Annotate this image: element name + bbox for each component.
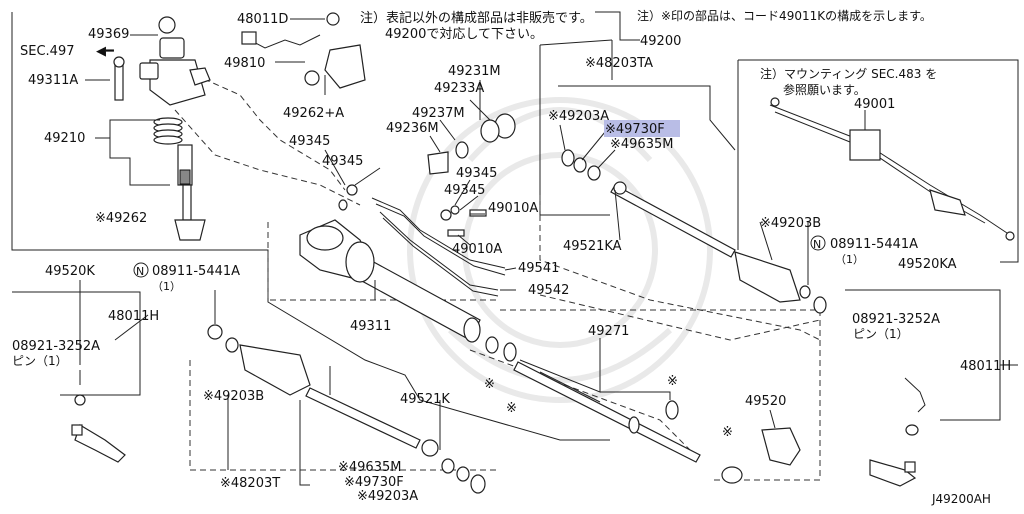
label-08911-right: 08911-5441A [830,237,918,252]
label-49203B-b: ※49203B [203,389,264,404]
rack-housing-part [299,219,517,362]
pinion-housing-part [113,16,211,106]
label-49010A-b: 49010A [452,242,502,257]
label-49001: 49001 [854,97,895,112]
label-49521KA: 49521KA [563,239,622,254]
note-top-right: 注）※印の部品は、コード49011Kの構成を示します。 [637,8,932,23]
label-08911-left: 08911-5441A [152,264,240,279]
label-49345-c: 49345 [456,166,497,181]
note-mounting-line1: 注）マウンティング SEC.483 を [760,66,937,81]
part-labels: 注）表記以外の構成部品は非販売です。 49200で対応して下さい。 注）※印の部… [12,8,1011,506]
figure-id: J49200AH [931,492,991,506]
label-49520: 49520 [745,394,786,409]
boot-right-part [734,251,827,314]
circle-n-right [810,235,826,251]
label-49345-a: 49345 [289,134,330,149]
label-49311A: 49311A [28,73,78,88]
label-08921-right: 08921-3252A [852,312,940,327]
label-49236M: 49236M [386,121,439,136]
sensor-part [241,12,366,89]
arrow-sec497: ◀━ [96,44,114,59]
label-49010A-a: 49010A [488,201,538,216]
label-49730F-a: ※49730F [605,122,665,137]
tie-rod-end-right-part [869,377,926,487]
boot-left-part [207,324,486,494]
label-sec497: SEC.497 [20,44,75,59]
label-49203B-a: ※49203B [760,216,821,231]
label-49542: 49542 [528,283,569,298]
label-49345-b: 49345 [322,154,363,169]
label-48011D: 48011D [237,12,288,27]
label-49520K: 49520K [45,264,95,279]
label-49200: 49200 [640,34,681,49]
mark-star-3: ※ [667,374,678,389]
label-49635M-a: ※49635M [610,137,673,152]
label-pin-left: ピン（1） [12,354,68,368]
label-49730F-b: ※49730F [344,475,404,490]
label-48203T: ※48203T [220,476,280,491]
label-08921-left: 08921-3252A [12,339,100,354]
label-pin-right: ピン（1） [853,327,909,341]
note-top-center-line1: 注）表記以外の構成部品は非販売です。 [360,10,593,26]
circle-n-left-letter: N [136,265,144,278]
circle-n-left [133,262,149,278]
label-49271: 49271 [588,324,629,339]
label-49521K: 49521K [400,392,450,407]
dashed-assembly-lines [174,74,821,481]
mark-star-4: ※ [722,425,733,440]
label-49203A-a: ※49203A [548,109,609,124]
watermark-emblem [407,97,713,403]
label-49635M-b: ※49635M [338,460,401,475]
bushing-part [721,427,801,484]
inner-tie-rod-right-part [561,149,736,258]
hydraulic-tubes-part [371,197,506,297]
mark-star-2: ※ [506,401,517,416]
mark-star-1: ※ [484,377,495,392]
label-49520KA: 49520KA [898,257,957,272]
label-48011H-right: 48011H [960,359,1011,374]
label-08911-right-qty: （1） [835,253,864,266]
label-49810: 49810 [224,56,265,71]
tie-rod-end-left-part [71,370,126,463]
label-49233A: 49233A [434,81,484,96]
label-49311: 49311 [350,319,391,334]
label-49237M: 49237M [412,106,465,121]
washers-bolts-part [338,184,487,237]
label-49262-star: ※49262 [95,211,147,226]
seal-rings-part [153,117,183,145]
label-49203A-b: ※49203A [357,489,418,504]
label-08911-left-qty: （1） [152,280,181,293]
label-48011H-left: 48011H [108,309,159,324]
label-49345-d: 49345 [444,183,485,198]
cylinder-seals-part [427,113,516,175]
frame-lines [11,11,1019,441]
label-49369: 49369 [88,27,129,42]
note-mounting-line2: 参照願います。 [783,82,866,97]
label-49231M: 49231M [448,64,501,79]
label-49541: 49541 [518,261,559,276]
label-48203TA: ※48203TA [585,56,653,71]
label-49262A: 49262+A [283,106,344,121]
pinion-shaft-part [174,144,206,241]
highlighted-part-label-bg [604,120,680,137]
note-top-center-line2: 49200で対応して下さい。 [385,27,543,42]
leader-lines [79,18,1018,486]
steering-assembly-part [769,97,1015,241]
circle-n-right-letter: N [813,238,821,251]
rack-bar-part [513,361,701,463]
label-49210: 49210 [44,131,85,146]
